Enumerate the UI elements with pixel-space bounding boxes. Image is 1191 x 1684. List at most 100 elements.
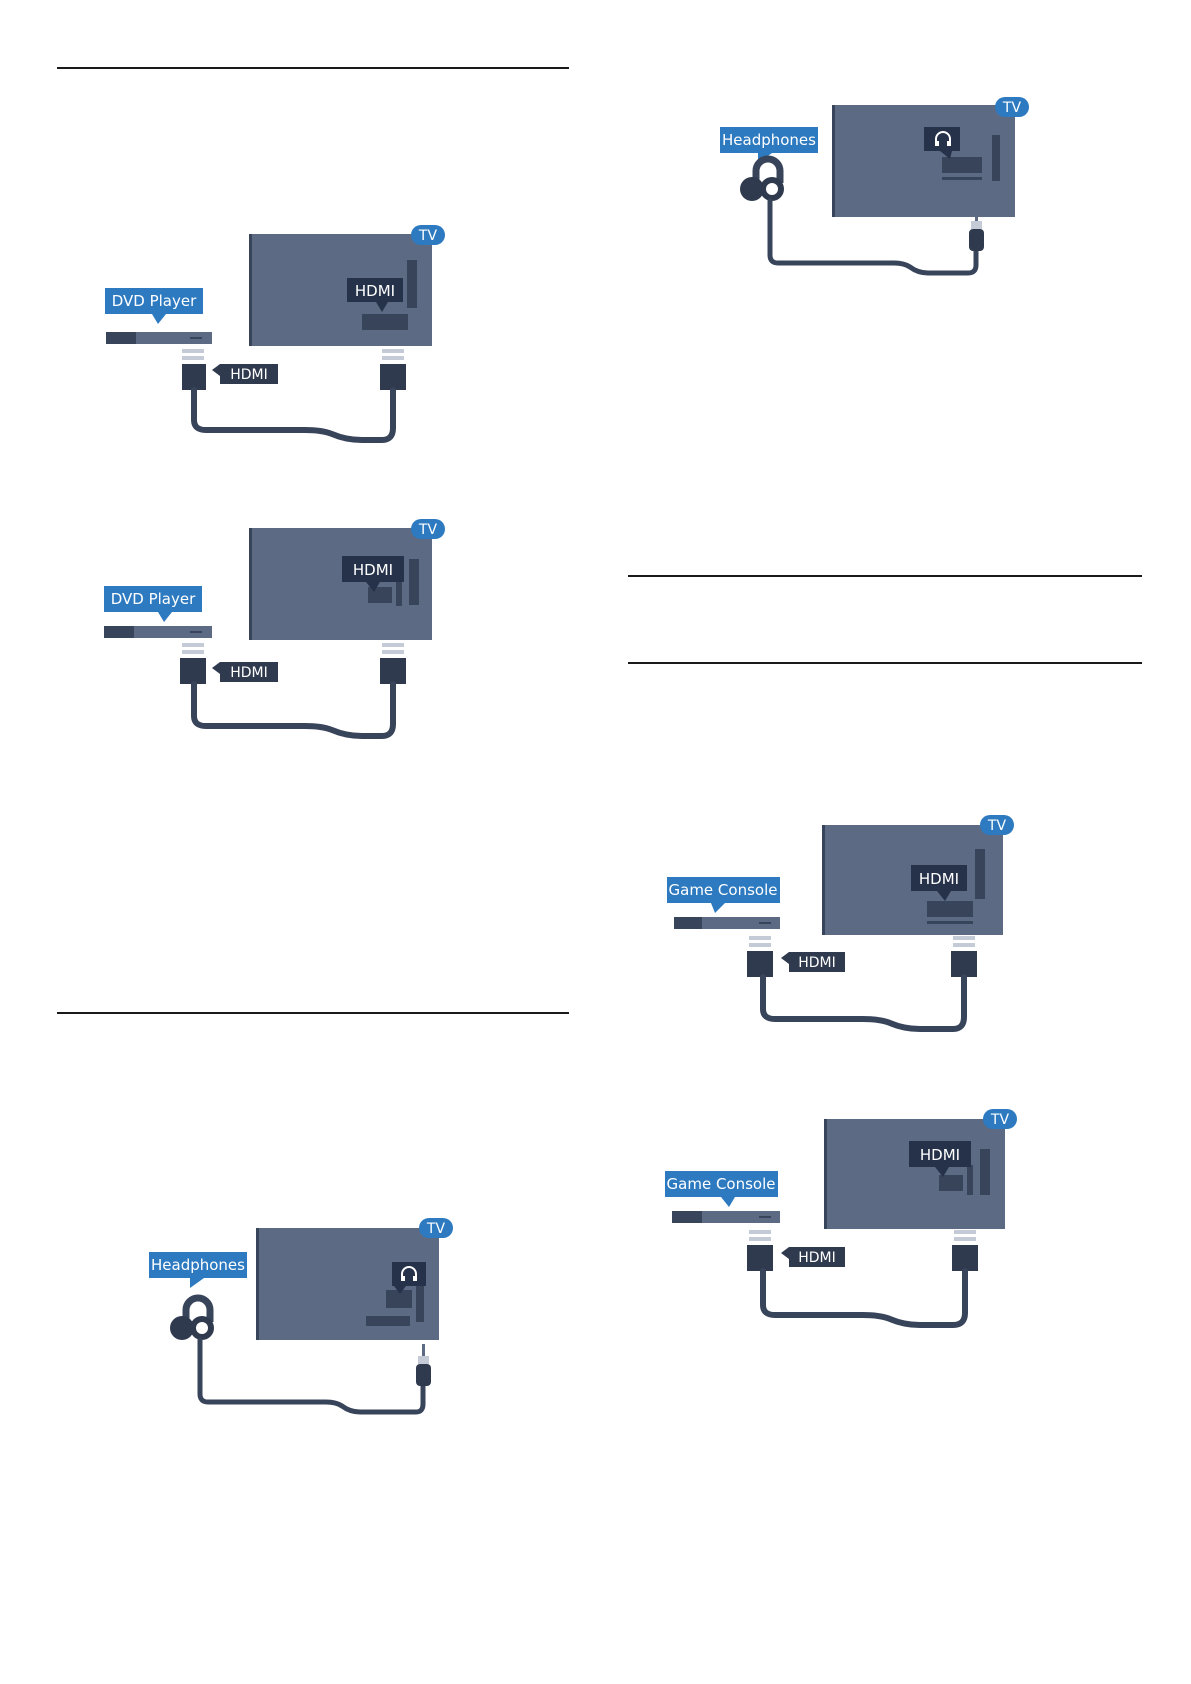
tv-port-bar	[980, 1149, 990, 1195]
tv-port-callout-tail	[935, 1167, 949, 1177]
tv-port-bar	[927, 901, 973, 917]
connector-plug	[749, 943, 771, 947]
tv-badge-label: TV	[418, 228, 438, 244]
connector-plug	[749, 936, 771, 940]
connector-plug	[382, 643, 404, 647]
cable-label: HDMI	[230, 665, 268, 681]
device-badge-tail	[158, 612, 172, 622]
tv-badge	[995, 97, 1029, 117]
connector-plug	[382, 650, 404, 654]
cable-label: HDMI	[798, 955, 836, 971]
cable-label-tail	[212, 662, 220, 674]
connector-plug	[182, 356, 204, 360]
cable-label-bg	[789, 952, 845, 972]
dvd-player-front	[104, 626, 134, 638]
tv-port-label: HDMI	[355, 282, 395, 300]
tv-port-bar	[416, 1286, 424, 1322]
jack-plug	[969, 229, 984, 251]
tv-badge	[983, 1109, 1017, 1129]
device-badge	[104, 586, 202, 612]
tv-edge	[249, 528, 252, 640]
cable-label-tail	[781, 1247, 789, 1259]
tv-badge-label: TV	[1002, 100, 1022, 116]
dvd-connection-diagram: TV HDMI DVD Player HDMI	[105, 225, 445, 443]
connector-plug	[953, 936, 975, 940]
cable	[191, 387, 396, 443]
tv-badge-label: TV	[987, 818, 1007, 834]
tv-badge	[980, 815, 1014, 835]
tv-port-bar	[396, 572, 402, 606]
connector-plug	[747, 951, 773, 977]
connector-plug	[182, 650, 204, 654]
tv-port-callout	[909, 1141, 971, 1167]
tv-badge	[411, 519, 445, 539]
device-badge	[149, 1252, 247, 1278]
connector-plug	[380, 364, 406, 390]
tv-port-bar	[362, 314, 408, 330]
tv-badge-label: TV	[426, 1221, 446, 1237]
cable-label-tail	[781, 952, 789, 964]
connector-plug	[952, 1245, 978, 1271]
connector-plug	[182, 364, 206, 390]
tv-port-bar	[927, 921, 973, 924]
jack-plug	[975, 209, 978, 221]
tv-badge	[411, 225, 445, 245]
cable-label-bg	[220, 662, 278, 682]
tv-edge	[824, 1119, 827, 1229]
headphones-connection-diagram: TV Headphones	[149, 1218, 453, 1415]
cable-label: HDMI	[798, 1250, 836, 1266]
cable	[767, 198, 979, 276]
tv-port-bar	[939, 1175, 963, 1191]
tv-port-label: HDMI	[920, 1146, 960, 1164]
connector-plug	[382, 349, 404, 353]
device-badge	[667, 877, 780, 903]
tv-edge	[822, 825, 825, 935]
game-console-front	[674, 917, 702, 929]
headphones-device	[740, 155, 784, 201]
connector-plug	[954, 1237, 976, 1241]
tv-port-callout-tail	[937, 891, 951, 901]
tv-port-bar	[366, 1316, 410, 1326]
headphone-icon	[935, 131, 951, 146]
device-label: Headphones	[722, 131, 816, 149]
tv-port-bar	[967, 1165, 973, 1195]
tv-port-callout	[347, 278, 403, 302]
connector-plug	[747, 1245, 773, 1271]
tv-port-callout	[342, 556, 404, 582]
dvd-player-slot	[190, 631, 202, 633]
section-rule	[628, 575, 1142, 577]
tv-badge-label: TV	[418, 522, 438, 538]
device-badge	[720, 127, 818, 153]
jack-plug	[422, 1344, 425, 1356]
connector-plug	[180, 658, 206, 684]
game-console-connection-diagram: TV HDMI Game Console HDMI	[667, 815, 1014, 1032]
tv-port-bar	[368, 587, 392, 603]
tv-badge	[419, 1218, 453, 1238]
tv-port-label: HDMI	[919, 870, 959, 888]
tv-port-label: HDMI	[353, 561, 393, 579]
headphones-device	[170, 1294, 214, 1340]
connector-plug	[182, 349, 204, 353]
dvd-player-slot	[190, 337, 202, 339]
cable-label-bg	[789, 1247, 845, 1267]
headphone-icon	[401, 1266, 417, 1281]
cable	[191, 681, 396, 739]
game-console-slot	[759, 1216, 771, 1218]
cable-label-tail	[212, 364, 220, 376]
connector-plug	[953, 943, 975, 947]
connector-plug	[182, 643, 204, 647]
device-badge-tail	[721, 1197, 735, 1207]
jack-plug	[971, 221, 982, 229]
tv-edge	[249, 234, 252, 346]
cable	[760, 974, 967, 1032]
tv-port-callout-tail	[940, 151, 952, 159]
tv-port-bar	[992, 135, 1000, 181]
device-badge-tail	[152, 314, 166, 324]
tv-edge	[832, 105, 835, 217]
jack-plug	[416, 1364, 431, 1386]
section-rule	[57, 1012, 569, 1014]
device-label: Game Console	[669, 881, 778, 899]
jack-plug	[418, 1356, 429, 1364]
connector-plug	[382, 356, 404, 360]
tv-port-callout-tail	[394, 1286, 406, 1294]
